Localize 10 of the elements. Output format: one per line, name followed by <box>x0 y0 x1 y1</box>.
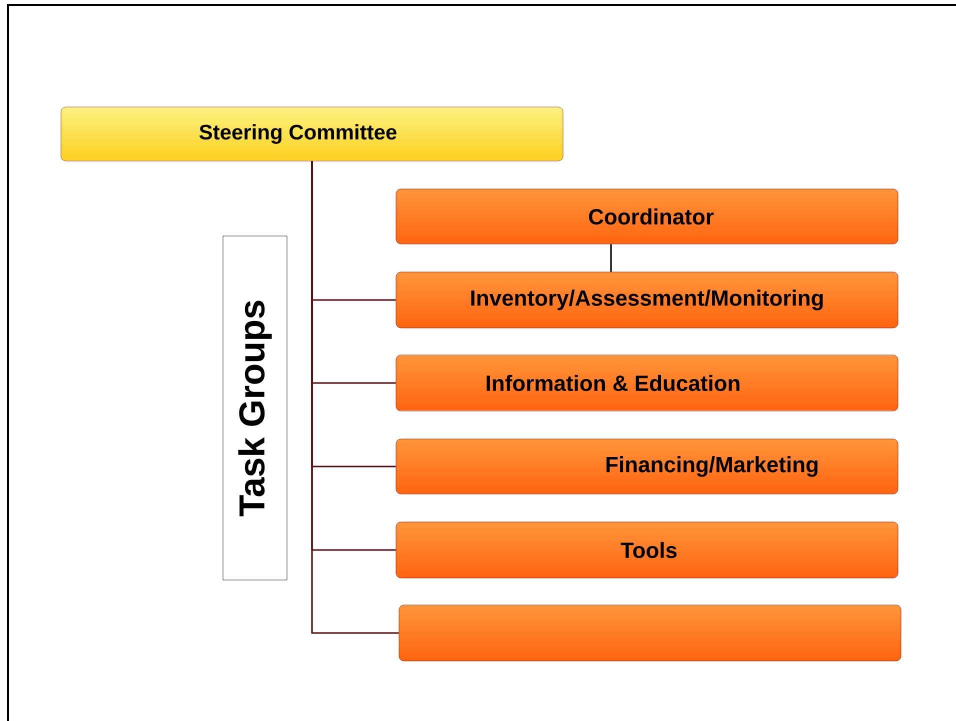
connector <box>610 244 612 272</box>
task-box <box>398 604 902 662</box>
task-box: Tools <box>396 522 898 578</box>
task-box: Information & Education <box>396 354 898 412</box>
committee-box: Steering Committee <box>60 106 564 162</box>
task-box: Inventory/Assessment/Monitoring <box>396 272 898 328</box>
side-label-box: Task Groups <box>222 236 288 580</box>
task-box: Financing/Marketing <box>396 438 898 494</box>
connector <box>311 161 399 634</box>
task-box: Coordinator <box>396 188 898 244</box>
